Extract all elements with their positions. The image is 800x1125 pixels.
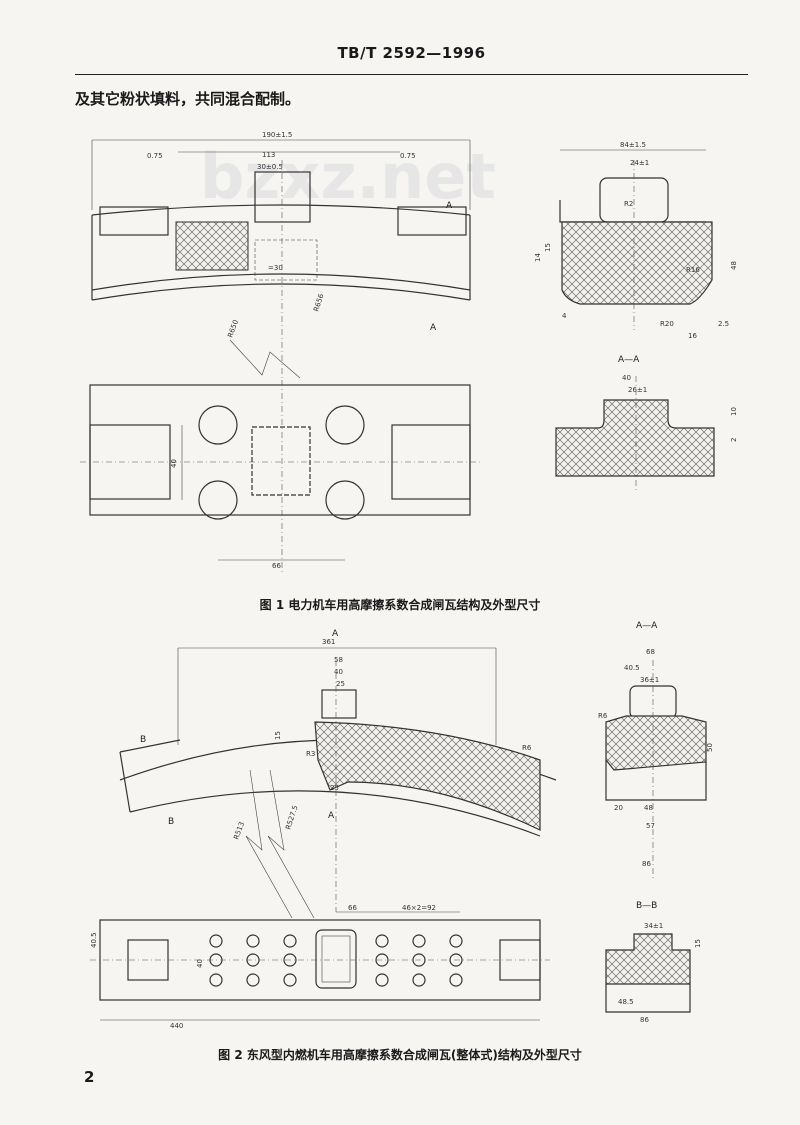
fig2-dim-15-b: 15 bbox=[694, 939, 702, 948]
fig2-dim-40-5: 40.5 bbox=[624, 664, 640, 672]
fig1-dim-right: 0.75 bbox=[400, 152, 416, 160]
fig2-dim-68: 68 bbox=[646, 648, 655, 656]
fig1-dim-40: 40 bbox=[622, 374, 631, 382]
fig2-dim-20: 20 bbox=[614, 804, 623, 812]
fig1-dim-r20: R20 bbox=[660, 320, 674, 328]
fig1-dim-center: 113 bbox=[262, 151, 275, 159]
fig2-dim-r513: R513 bbox=[232, 821, 246, 841]
fig2-dim-86: 86 bbox=[642, 860, 651, 868]
fig2-view-label-a-top: A bbox=[332, 629, 339, 639]
fig2-dim-48: 48 bbox=[644, 804, 653, 812]
fig2-dim-36: 36±1 bbox=[640, 676, 659, 684]
fig2-dim-46x2: 46×2=92 bbox=[402, 904, 436, 912]
fig2-dim-25: 25 bbox=[336, 680, 345, 688]
fig2-dim-r527: R527.5 bbox=[284, 804, 299, 830]
fig2-dim-34: 34±1 bbox=[644, 922, 663, 930]
fig2-dim-r6-section: R6 bbox=[598, 712, 608, 720]
fig2-view-label-a-bottom: A bbox=[328, 811, 335, 821]
fig1-view-label-a-top: A bbox=[446, 201, 453, 211]
fig1-view-label-a-bottom: A bbox=[430, 323, 437, 333]
figure-1: 190±1.5 113 30±0.5 0.75 0.75 =30 A A R65… bbox=[80, 131, 738, 575]
fig1-dim-15: 15 bbox=[544, 243, 552, 252]
fig2-dim-r3: R3 bbox=[306, 750, 315, 758]
fig2-dim-86-b: 86 bbox=[640, 1016, 649, 1024]
fig2-dim-57: 57 bbox=[646, 822, 655, 830]
fig1-dim-2-5: 2.5 bbox=[718, 320, 729, 328]
fig1-dim-14: 14 bbox=[534, 253, 542, 262]
figure-2: A 361 58 40 25 B B 15 R3 25 R6 R513 R527… bbox=[90, 621, 714, 1030]
fig2-section-a-a: A—A 68 40.5 36±1 R6 50 20 48 57 86 bbox=[598, 621, 714, 880]
fig2-dim-361: 361 bbox=[322, 638, 335, 646]
fig2-dim-48-5: 48.5 bbox=[618, 998, 634, 1006]
standard-number: TB/T 2592—1996 bbox=[337, 44, 486, 62]
fig1-dim-r2: R2 bbox=[624, 200, 633, 208]
fig1-dim-spacing: 66 bbox=[272, 562, 281, 570]
page-number: 2 bbox=[84, 1068, 95, 1086]
figure-1-caption: 图 1 电力机车用高摩擦系数合成闸瓦结构及外型尺寸 bbox=[259, 598, 541, 612]
fig2-hole-row-bottom bbox=[209, 973, 463, 987]
body-text-line: 及其它粉状填料，共同混合配制。 bbox=[75, 90, 301, 108]
fig2-dim-58: 58 bbox=[334, 656, 343, 664]
fig1-section-a-a: A—A 40 26±1 10 2 bbox=[555, 355, 738, 490]
page-header: TB/T 2592—1996 bbox=[75, 40, 748, 75]
fig1-dim-total-length: 190±1.5 bbox=[262, 131, 292, 139]
fig1-dim-4: 4 bbox=[562, 312, 567, 320]
fig1-dim-26: 26±1 bbox=[628, 386, 647, 394]
fig1-dim-24: 24±1 bbox=[630, 159, 649, 167]
fig1-dim-r650: R650 bbox=[226, 319, 240, 339]
fig1-dim-width: 40 bbox=[170, 459, 178, 468]
fig2-label-b-bottom: B bbox=[168, 817, 174, 827]
fig2-dim-15: 15 bbox=[274, 731, 282, 740]
fig1-dim-2: 2 bbox=[730, 438, 738, 442]
fig1-bottom-view: 40 66 bbox=[80, 380, 480, 575]
fig1-dim-r16: R16 bbox=[686, 266, 700, 274]
fig1-side-view: 190±1.5 113 30±0.5 0.75 0.75 =30 A A R65… bbox=[91, 131, 471, 380]
fig2-dim-50: 50 bbox=[706, 743, 714, 752]
fig1-dim-r656: R656 bbox=[312, 292, 325, 312]
fig2-dim-66: 66 bbox=[348, 904, 357, 912]
fig2-section-label-b-b: B—B bbox=[636, 901, 657, 911]
fig2-dim-440: 440 bbox=[170, 1022, 183, 1030]
svg-text:=30: =30 bbox=[268, 264, 283, 272]
fig2-dim-r6: R6 bbox=[522, 744, 532, 752]
fig2-side-view: A 361 58 40 25 B B 15 R3 25 R6 R513 R527… bbox=[119, 629, 557, 919]
fig2-dim-40-width: 40 bbox=[196, 959, 204, 968]
fig2-bottom-view: 66 46×2=92 40 440 40.5 bbox=[90, 904, 550, 1030]
fig2-label-b-top: B bbox=[140, 735, 146, 745]
fig1-dim-16: 16 bbox=[688, 332, 697, 340]
fig1-dim-10: 10 bbox=[730, 407, 738, 416]
fig1-section-label-a-a: A—A bbox=[618, 355, 640, 365]
fig2-dim-25-lower: 25 bbox=[330, 784, 339, 792]
fig2-dim-40-5-left: 40.5 bbox=[90, 932, 98, 948]
fig1-dim-84: 84±1.5 bbox=[620, 141, 646, 149]
fig2-hole-row-top bbox=[209, 934, 463, 948]
figure-2-caption: 图 2 东风型内燃机车用高摩擦系数合成闸瓦(整体式)结构及外型尺寸 bbox=[218, 1048, 582, 1062]
fig1-dim-left: 0.75 bbox=[147, 152, 163, 160]
fig1-dim-48: 48 bbox=[730, 261, 738, 270]
fig1-end-section: 84±1.5 24±1 R2 15 14 48 R16 R20 2.5 16 4 bbox=[534, 141, 738, 340]
fig2-section-label-a-a: A—A bbox=[636, 621, 658, 631]
fig2-section-b-b: B—B 34±1 15 48.5 86 bbox=[605, 901, 702, 1024]
fig2-dim-40: 40 bbox=[334, 668, 343, 676]
fig1-dim-lug: 30±0.5 bbox=[257, 163, 283, 171]
